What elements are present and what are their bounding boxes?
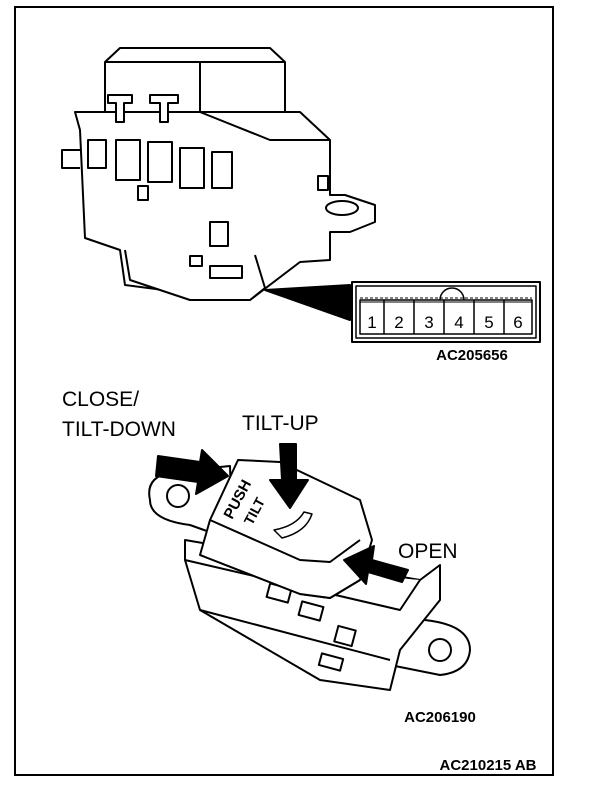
- sheet-code: AC210215 AB: [440, 757, 537, 774]
- open-arrow: [343, 545, 409, 585]
- switch-top-view: [61, 47, 376, 301]
- pin-5: 5: [484, 313, 493, 332]
- close-arrow: [155, 449, 229, 495]
- label-open: OPEN: [398, 540, 458, 563]
- pin-6: 6: [513, 313, 522, 332]
- label-close: CLOSE/: [62, 388, 139, 411]
- tilt-up-arrow: [269, 443, 309, 509]
- pointer-wedge: [264, 284, 351, 321]
- connector-pin-box: [351, 281, 541, 343]
- label-tilt-down: TILT-DOWN: [62, 418, 176, 441]
- pin-3: 3: [424, 313, 433, 332]
- switch-figure-code: AC206190: [404, 709, 476, 726]
- pin-2: 2: [394, 313, 403, 332]
- label-tilt-up: TILT-UP: [242, 412, 319, 435]
- pin-numbers: 1 2 3 4 5 6: [367, 313, 522, 332]
- pin-4: 4: [454, 313, 463, 332]
- switch-perspective-view: [148, 459, 471, 691]
- connector-figure-code: AC205656: [436, 347, 508, 364]
- pin-1: 1: [367, 313, 376, 332]
